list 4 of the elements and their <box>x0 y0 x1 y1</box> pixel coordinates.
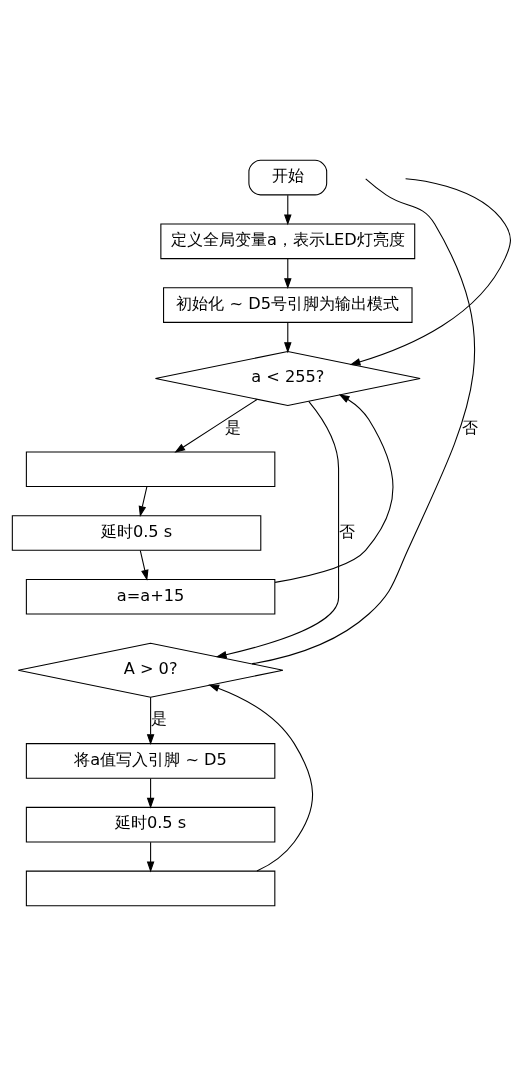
edge-label: 否 <box>462 417 479 437</box>
edge-label: 是 <box>151 708 168 728</box>
edge-label: 否 <box>339 521 356 541</box>
edge-label: 是 <box>224 417 241 437</box>
